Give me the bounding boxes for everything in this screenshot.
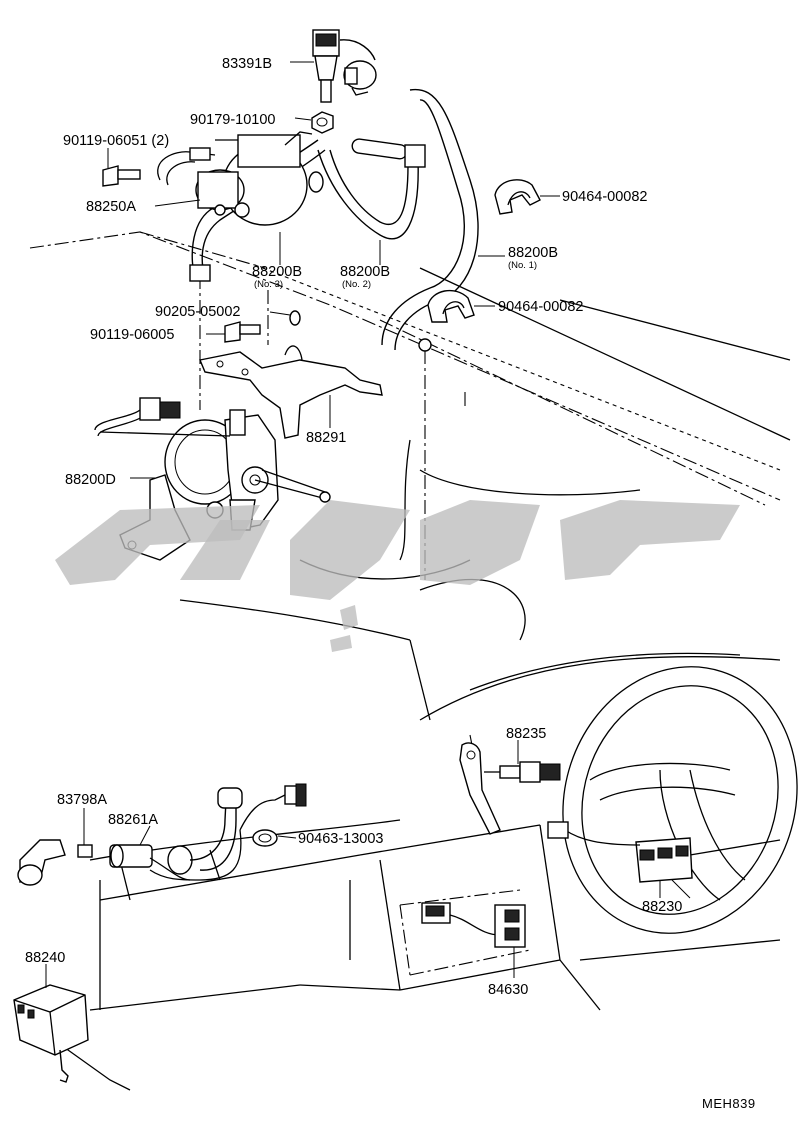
actuator-88250a [157, 131, 313, 226]
label-84630: 84630 [488, 982, 528, 998]
label-90464-00082-lower: 90464-00082 [498, 299, 583, 315]
label-88261a: 88261A [108, 812, 158, 828]
part-labels: 83391B 90179-10100 90119-06051 (2) 88250… [25, 56, 756, 1111]
label-83798a: 83798A [57, 792, 107, 808]
label-90463-13003: 90463-13003 [298, 831, 383, 847]
label-90205-05002: 90205-05002 [155, 304, 240, 320]
switch-88230 [547, 821, 693, 883]
sensor-88261a [109, 783, 307, 881]
clip-90464-lower [427, 289, 475, 323]
leader-lines [45, 61, 691, 988]
bolt-90119-06005 [224, 321, 261, 343]
label-88240: 88240 [25, 950, 65, 966]
switch-83391b [312, 29, 377, 103]
watermark-logo [55, 500, 740, 652]
clip-90463 [252, 829, 278, 847]
label-88200d: 88200D [65, 472, 116, 488]
label-90119-06051: 90119-06051 (2) [63, 133, 169, 149]
relay-88240 [13, 984, 89, 1083]
label-88291: 88291 [306, 430, 346, 446]
body-outline [29, 231, 791, 1091]
bolt-90119-06051 [102, 165, 141, 187]
label-90119-06005: 90119-06005 [90, 327, 174, 343]
label-88200b-no1: 88200B [508, 245, 558, 261]
nut-90179 [311, 111, 334, 134]
figure-code: MEH839 [702, 1096, 756, 1111]
switch-88235 [459, 742, 561, 835]
lamp-83798a [17, 839, 93, 886]
label-90464-00082-upper: 90464-00082 [562, 189, 647, 205]
label-88230: 88230 [642, 899, 682, 915]
label-90179-10100: 90179-10100 [190, 112, 275, 128]
bracket-88291 [199, 345, 383, 439]
label-83391b: 83391B [222, 56, 272, 72]
label-88200b-no2-sub: (No. 2) [342, 279, 371, 290]
label-88200b-no1-sub: (No. 1) [508, 260, 537, 271]
label-88200b-no2: 88200B [340, 264, 390, 280]
label-88200b-no3-sub: (No. 3) [254, 279, 283, 290]
label-88200b-no3: 88200B [252, 264, 302, 280]
washer-90205 [289, 310, 301, 326]
switch-84630 [421, 902, 526, 948]
label-88250a: 88250A [86, 199, 136, 215]
label-88235: 88235 [506, 726, 546, 742]
clip-90464-upper [494, 179, 541, 215]
